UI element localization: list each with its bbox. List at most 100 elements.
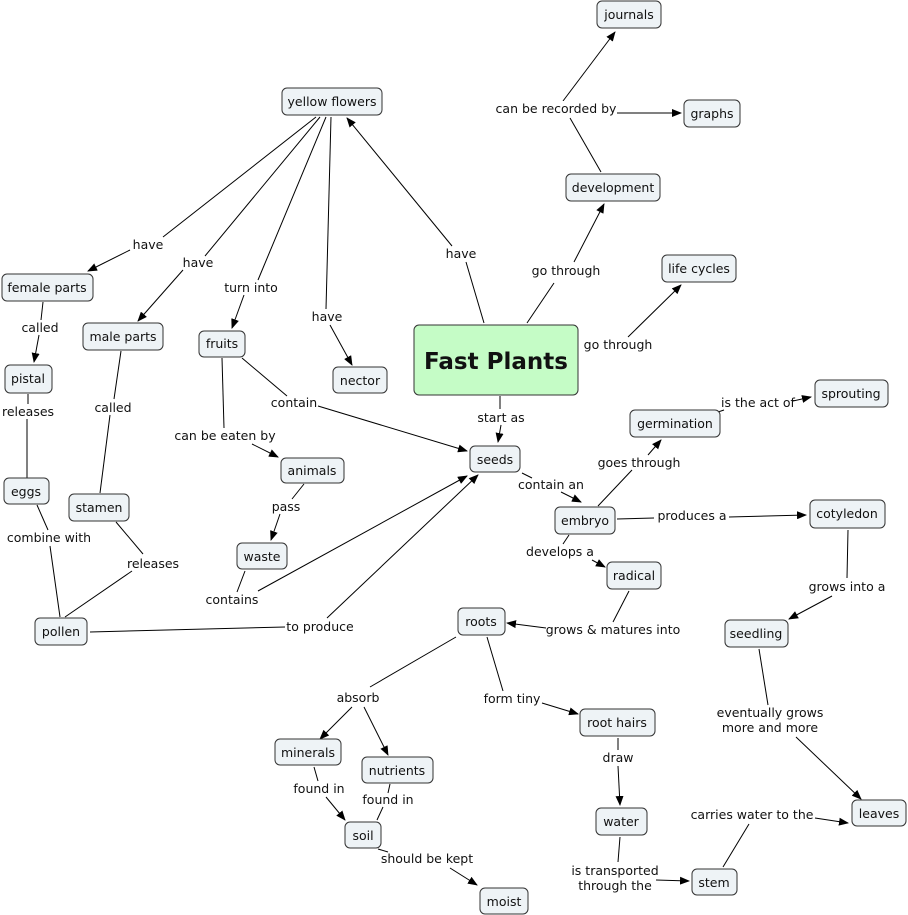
node-label: pistal: [11, 371, 45, 386]
node-label: Fast Plants: [424, 349, 568, 375]
node-waste[interactable]: waste: [236, 542, 288, 570]
link-eventually-grows-line2: more and more: [722, 720, 819, 735]
node-graphs[interactable]: graphs: [683, 99, 741, 128]
node-roots[interactable]: roots: [457, 607, 506, 636]
node-label: minerals: [281, 745, 335, 760]
edge-containan-embryo: [560, 491, 582, 503]
node-radical[interactable]: radical: [606, 561, 662, 590]
node-label: leaves: [859, 806, 899, 821]
link-found-in-minerals: found in: [293, 781, 344, 796]
node-journals[interactable]: journals: [596, 0, 662, 29]
link-contain: contain: [271, 395, 317, 410]
node-label: yellow flowers: [288, 94, 377, 109]
edge-have2-male: [137, 269, 184, 322]
edge-formtiny-roothairs: [541, 702, 579, 716]
node-label: sprouting: [821, 386, 880, 401]
node-animals[interactable]: animals: [280, 457, 345, 484]
link-develops-a: develops a: [526, 544, 594, 559]
node-stamen[interactable]: stamen: [68, 493, 130, 522]
node-nector[interactable]: nector: [332, 366, 388, 394]
link-goes-through: goes through: [598, 455, 681, 470]
node-label: seeds: [477, 452, 513, 467]
edge-grows-roots: [506, 620, 547, 629]
edge-contains-seeds: [257, 475, 468, 592]
node-label: nector: [340, 373, 381, 388]
node-yellow-flowers[interactable]: yellow flowers: [281, 87, 383, 116]
node-root-hairs[interactable]: root hairs: [579, 708, 656, 737]
edge-embryo-goesthrough: [597, 469, 633, 507]
node-water[interactable]: water: [595, 807, 648, 836]
node-stem[interactable]: stem: [691, 868, 738, 896]
node-minerals[interactable]: minerals: [274, 738, 342, 766]
edge-turninto-fruits: [231, 294, 245, 329]
edge-yf-have2: [204, 116, 321, 257]
node-cotyledon[interactable]: cotyledon: [809, 499, 886, 529]
edge-have4-yf: [346, 117, 453, 247]
node-label: graphs: [690, 106, 733, 121]
node-label: roots: [465, 614, 497, 629]
node-seedling[interactable]: seedling: [724, 619, 789, 648]
node-sprouting[interactable]: sprouting: [814, 379, 889, 408]
node-pistal[interactable]: pistal: [4, 364, 53, 394]
node-label: female parts: [7, 280, 86, 295]
link-is-transported-line1: is transported: [571, 863, 658, 878]
node-label: water: [603, 814, 639, 829]
edge-animals-pass: [291, 483, 305, 500]
link-releases-pollen: releases: [127, 556, 179, 571]
node-development[interactable]: development: [565, 173, 661, 202]
node-fruits[interactable]: fruits: [198, 330, 246, 358]
edge-pass-waste: [270, 513, 281, 541]
node-moist[interactable]: moist: [479, 887, 529, 915]
edge-gothrough1-dev: [573, 203, 605, 263]
node-label: eggs: [11, 484, 41, 499]
edge-male-called: [113, 350, 122, 400]
edge-toproduce-seeds: [326, 474, 479, 619]
edge-yf-have1: [162, 116, 317, 238]
edge-shouldbe-moist: [449, 867, 478, 886]
edges: [26, 31, 862, 886]
node-label: waste: [244, 549, 281, 564]
link-pass: pass: [272, 499, 301, 514]
link-carries-water-to-the: carries water to the: [691, 807, 814, 822]
link-releases-eggs: releases: [2, 404, 54, 419]
edge-eggs-combine: [36, 504, 49, 531]
node-label: cotyledon: [816, 506, 878, 521]
node-embryo[interactable]: embryo: [554, 506, 616, 535]
node-soil[interactable]: soil: [344, 821, 382, 849]
node-label: animals: [288, 463, 337, 478]
edge-transported-stem: [655, 876, 690, 885]
edge-yf-turninto: [257, 116, 327, 281]
edge-have1-female: [87, 249, 131, 272]
edge-absorb-nutrients: [363, 706, 389, 756]
edge-seeds-containan: [521, 472, 533, 479]
node-label: nutrients: [369, 763, 425, 778]
node-label: development: [572, 180, 655, 195]
node-life-cycles[interactable]: life cycles: [661, 254, 737, 283]
node-germination[interactable]: germination: [629, 409, 721, 438]
edge-fp-have4: [465, 261, 485, 324]
node-pollen[interactable]: pollen: [34, 617, 88, 646]
link-have-male: have: [183, 255, 214, 270]
node-label: root hairs: [587, 715, 647, 730]
link-contains: contains: [206, 592, 259, 607]
edge-eventually-leaves: [795, 736, 862, 800]
node-female-parts[interactable]: female parts: [1, 273, 94, 302]
node-nutrients[interactable]: nutrients: [361, 756, 434, 784]
link-combine-with: combine with: [7, 530, 91, 545]
edge-development-recorded: [569, 117, 602, 173]
link-go-through-development: go through: [532, 263, 601, 278]
link-labels: can be recorded by have have turn into h…: [2, 101, 885, 893]
node-leaves[interactable]: leaves: [851, 799, 907, 827]
node-fast-plants[interactable]: Fast Plants: [413, 324, 579, 396]
link-found-in-nutrients: found in: [362, 792, 413, 807]
node-male-parts[interactable]: male parts: [82, 322, 164, 351]
edge-startas-seeds: [495, 424, 504, 443]
node-seeds[interactable]: seeds: [469, 445, 521, 473]
link-form-tiny: form tiny: [484, 691, 541, 706]
node-label: life cycles: [668, 261, 730, 276]
link-have-female: have: [133, 237, 164, 252]
edge-embryo-develops: [562, 534, 570, 545]
node-eggs[interactable]: eggs: [3, 477, 50, 505]
edge-nutrients-foundin: [387, 783, 391, 794]
